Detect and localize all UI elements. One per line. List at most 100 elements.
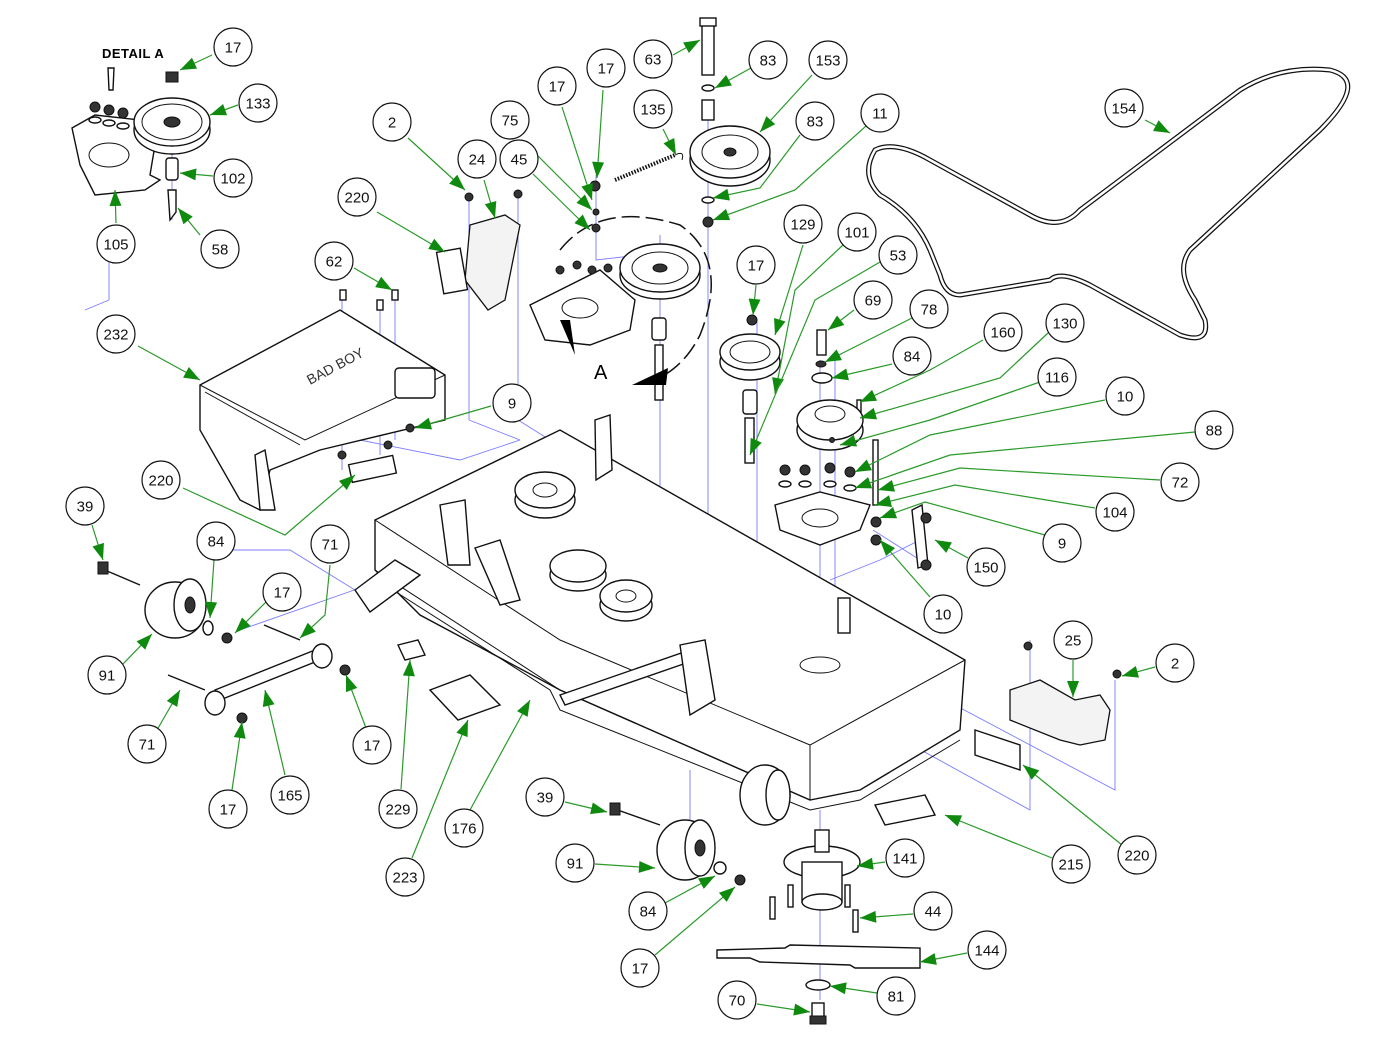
callout-number: 10 <box>935 607 952 624</box>
callout-number: 39 <box>77 499 94 516</box>
leader-arrowhead <box>713 208 731 221</box>
callout-bubble <box>555 843 595 883</box>
callout-bubble <box>633 89 673 129</box>
callout-number: 130 <box>1052 316 1077 333</box>
leader-arrowhead <box>880 506 898 519</box>
callout-number: 83 <box>807 114 824 131</box>
callout-44: 44 <box>859 891 953 931</box>
callout-220-top: 220 <box>337 177 446 253</box>
leader-arrowhead <box>235 617 251 633</box>
spindle-plate-104 <box>774 491 871 546</box>
leader-arrowhead <box>233 722 246 739</box>
callout-17-b: 17 <box>586 48 626 179</box>
callout-number: 160 <box>990 325 1015 342</box>
leader-line <box>411 719 469 859</box>
callout-number: 91 <box>99 668 116 685</box>
leader-arrowhead <box>300 622 316 638</box>
callout-81: 81 <box>829 976 916 1016</box>
leader-arrowhead <box>180 168 197 181</box>
callout-84-bottom: 84 <box>628 875 716 931</box>
leader-line <box>400 659 411 790</box>
callout-number: 83 <box>760 53 777 70</box>
leader-arrowhead <box>574 214 590 230</box>
callout-number: 133 <box>245 96 270 113</box>
callout-102: 102 <box>179 158 253 198</box>
callout-number: 44 <box>925 904 942 921</box>
callout-bubble <box>457 139 497 179</box>
leader-line <box>469 699 531 811</box>
callout-91-bottom: 91 <box>555 843 656 883</box>
leader-arrowhead <box>698 876 715 889</box>
callout-58: 58 <box>177 207 240 269</box>
callout-number: 88 <box>1206 423 1223 440</box>
callout-bubble <box>1194 410 1234 450</box>
leader-arrowhead <box>875 495 892 507</box>
callout-229: 229 <box>378 659 418 829</box>
callout-bubble <box>127 724 167 764</box>
leader-arrowhead <box>415 417 433 430</box>
callout-bubble <box>1160 462 1200 502</box>
leader-arrowhead <box>456 720 468 738</box>
callout-17-e: 17 <box>345 674 392 765</box>
callout-number: 9 <box>1058 536 1066 553</box>
leader-arrowhead <box>760 116 776 132</box>
callout-bubble <box>537 66 577 106</box>
spring-135 <box>614 153 676 182</box>
callout-bubble <box>1104 88 1144 128</box>
callout-bubble <box>633 39 673 79</box>
callout-bubble <box>200 229 240 269</box>
callout-bubble <box>141 460 181 500</box>
leader-arrowhead <box>663 138 676 155</box>
callout-104: 104 <box>874 484 1135 532</box>
callout-number: 176 <box>451 821 476 838</box>
callout-101: 101 <box>772 212 877 395</box>
callout-bubble <box>262 572 302 612</box>
idler-pulley-153 <box>689 125 771 187</box>
callout-63: 63 <box>633 39 701 79</box>
callout-number: 2 <box>1171 656 1179 673</box>
leader-arrowhead <box>860 910 877 923</box>
leader-line <box>839 381 1041 446</box>
leader-arrowhead <box>402 660 415 677</box>
callout-bubble <box>492 383 532 423</box>
decal-220-right <box>974 729 1021 771</box>
callout-bubble <box>270 775 310 815</box>
idler-pulley-129 <box>719 333 781 381</box>
leader-line <box>561 106 593 201</box>
leader-line <box>654 886 736 956</box>
callout-bubble <box>628 891 668 931</box>
callout-165: 165 <box>262 689 310 815</box>
leader-arrowhead <box>715 74 732 88</box>
callout-bubble <box>385 857 425 897</box>
detail-a-title: DETAIL A <box>102 46 164 61</box>
leader-line <box>712 134 801 199</box>
callout-bubble <box>196 521 236 561</box>
callout-number: 39 <box>537 790 554 807</box>
leader-arrowhead <box>860 407 878 420</box>
callout-bubble <box>337 177 377 217</box>
callout-number: 75 <box>502 113 519 130</box>
callout-bubble <box>314 241 354 281</box>
callout-number: 129 <box>790 217 815 234</box>
callout-133: 133 <box>209 83 278 123</box>
callout-75: 75 <box>490 100 593 211</box>
leader-line <box>1022 764 1123 846</box>
callout-62: 62 <box>314 241 393 291</box>
callout-bubble <box>913 891 953 931</box>
adjustment-rod-165 <box>167 624 351 724</box>
callout-71-top: 71 <box>299 524 350 639</box>
callout-84-right: 84 <box>831 336 932 381</box>
callout-bubble <box>378 789 418 829</box>
callout-number: 53 <box>890 248 907 265</box>
callout-17-f: 17 <box>208 721 248 829</box>
callout-number: 70 <box>729 993 746 1010</box>
callout-129: 129 <box>774 204 823 336</box>
callout-11: 11 <box>712 93 900 221</box>
callout-bubble <box>1155 643 1195 683</box>
callout-bubble <box>1037 357 1077 397</box>
callout-160: 160 <box>859 312 1023 403</box>
callout-153: 153 <box>759 40 848 133</box>
leader-arrowhead <box>830 982 847 995</box>
callout-number: 24 <box>469 152 486 169</box>
